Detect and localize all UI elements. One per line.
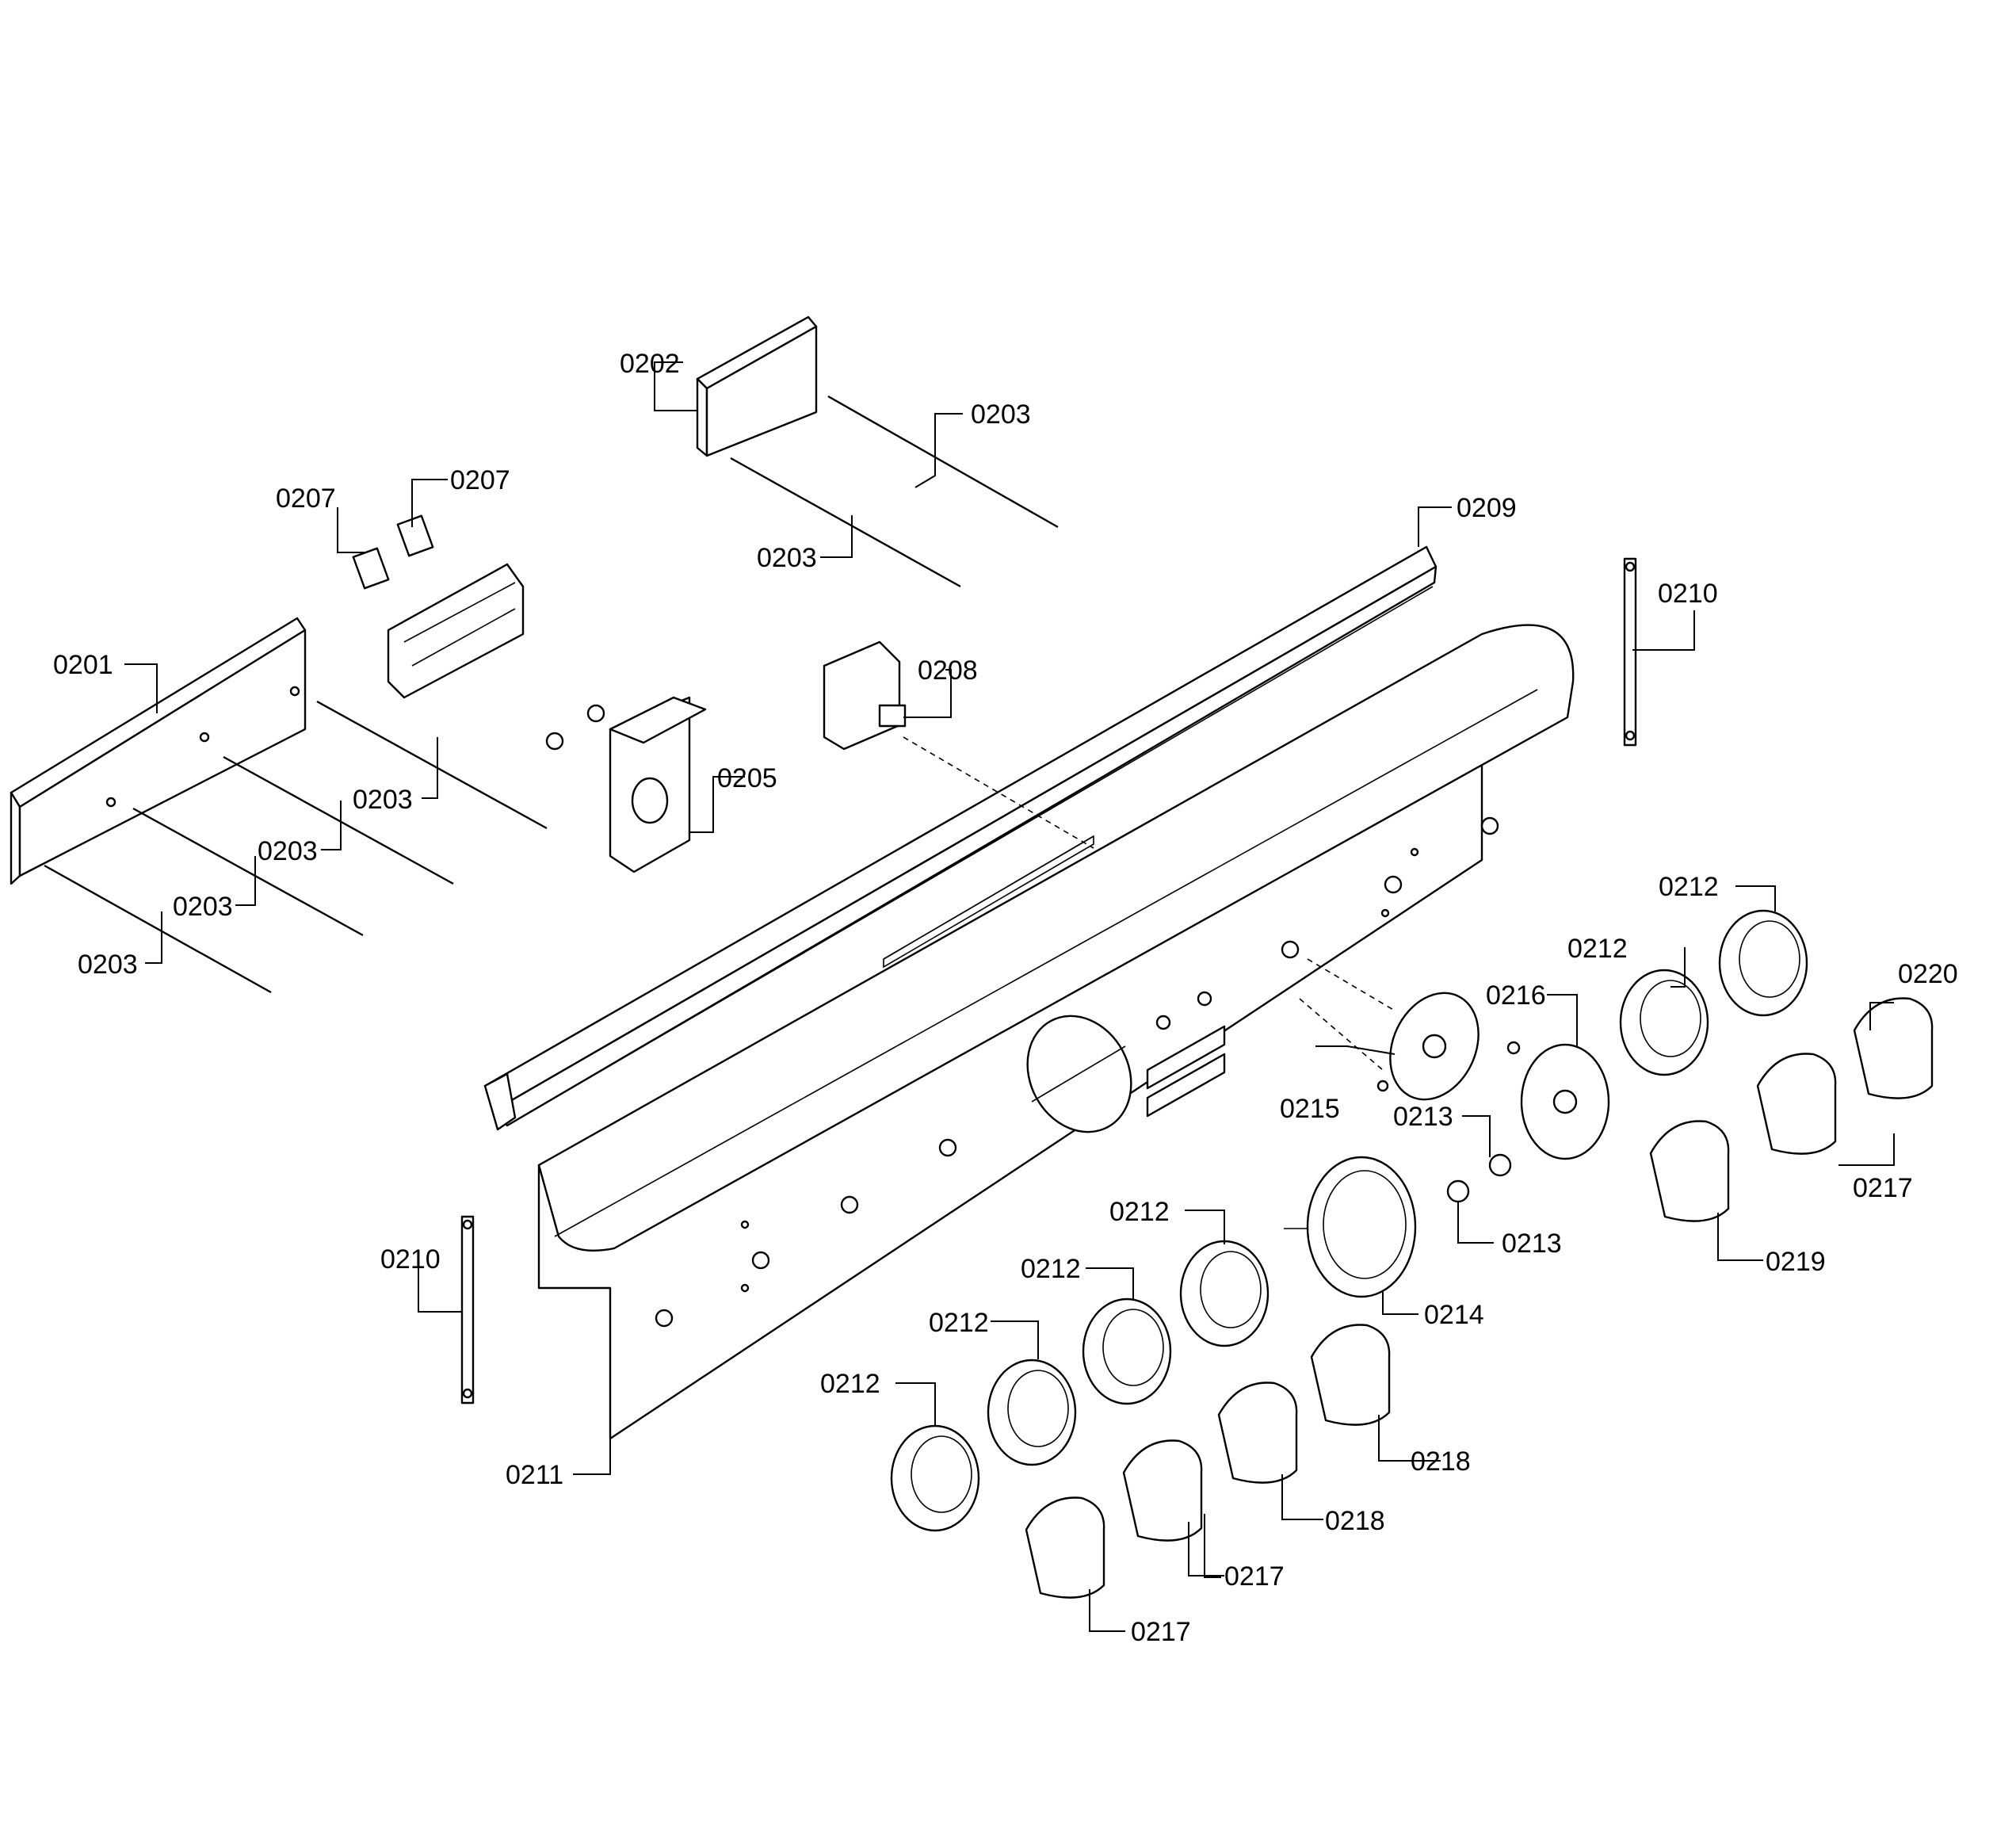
label-0217: 0217 bbox=[1224, 1561, 1285, 1592]
label-0212: 0212 bbox=[1109, 1197, 1170, 1227]
label-0213: 0213 bbox=[1502, 1229, 1562, 1259]
label-0203: 0203 bbox=[971, 399, 1031, 430]
label-0218: 0218 bbox=[1325, 1506, 1385, 1536]
bracket-0201 bbox=[10, 617, 307, 885]
trim-strip-0209 bbox=[483, 545, 1438, 1131]
switches-0207 bbox=[352, 514, 525, 699]
label-0209: 0209 bbox=[1457, 493, 1517, 523]
nuts-0213 bbox=[1446, 1153, 1512, 1203]
label-0217: 0217 bbox=[1131, 1617, 1191, 1647]
label-0203: 0203 bbox=[258, 836, 318, 866]
label-0203: 0203 bbox=[173, 892, 233, 922]
label-0212: 0212 bbox=[929, 1308, 989, 1338]
dial-0216 bbox=[1520, 1043, 1610, 1160]
control-panel-0211 bbox=[537, 624, 1575, 1440]
label-0214: 0214 bbox=[1424, 1300, 1484, 1330]
label-0207: 0207 bbox=[276, 483, 336, 514]
module-0208 bbox=[823, 640, 1094, 849]
label-0219: 0219 bbox=[1766, 1247, 1826, 1277]
label-0217: 0217 bbox=[1853, 1173, 1913, 1203]
label-0212: 0212 bbox=[1567, 934, 1628, 964]
label-0208: 0208 bbox=[918, 655, 978, 686]
bezel-rings-0212 bbox=[890, 909, 1808, 1532]
bracket-0205 bbox=[545, 696, 707, 873]
label-0205: 0205 bbox=[717, 763, 777, 793]
label-0215: 0215 bbox=[1280, 1094, 1340, 1124]
label-0218: 0218 bbox=[1411, 1447, 1471, 1477]
label-0216: 0216 bbox=[1486, 980, 1546, 1011]
label-0210: 0210 bbox=[1658, 579, 1718, 609]
label-0203: 0203 bbox=[757, 543, 817, 573]
knobs bbox=[1025, 997, 1934, 1599]
label-0202: 0202 bbox=[620, 349, 680, 379]
label-0213: 0213 bbox=[1393, 1102, 1453, 1132]
label-0210: 0210 bbox=[380, 1244, 441, 1275]
label-0207: 0207 bbox=[450, 465, 510, 495]
label-0212: 0212 bbox=[1659, 872, 1719, 902]
bracket-0202 bbox=[696, 315, 818, 457]
side-bracket-0210-right bbox=[1623, 557, 1637, 747]
label-0212: 0212 bbox=[820, 1369, 880, 1399]
part-labels: 0201 0202 0203 0203 0203 0203 0203 0203 … bbox=[53, 349, 1958, 1647]
knob-plate-0215 bbox=[1299, 958, 1521, 1101]
label-0203: 0203 bbox=[78, 950, 138, 980]
label-0212: 0212 bbox=[1021, 1254, 1081, 1284]
leader-lines bbox=[124, 361, 1895, 1632]
side-bracket-0210-left bbox=[460, 1215, 475, 1405]
label-0211: 0211 bbox=[506, 1460, 563, 1490]
label-0220: 0220 bbox=[1898, 959, 1958, 989]
dial-0214 bbox=[1284, 1156, 1417, 1298]
label-0201: 0201 bbox=[53, 650, 113, 680]
label-0203: 0203 bbox=[353, 785, 413, 815]
rods-0203 bbox=[44, 395, 1059, 994]
